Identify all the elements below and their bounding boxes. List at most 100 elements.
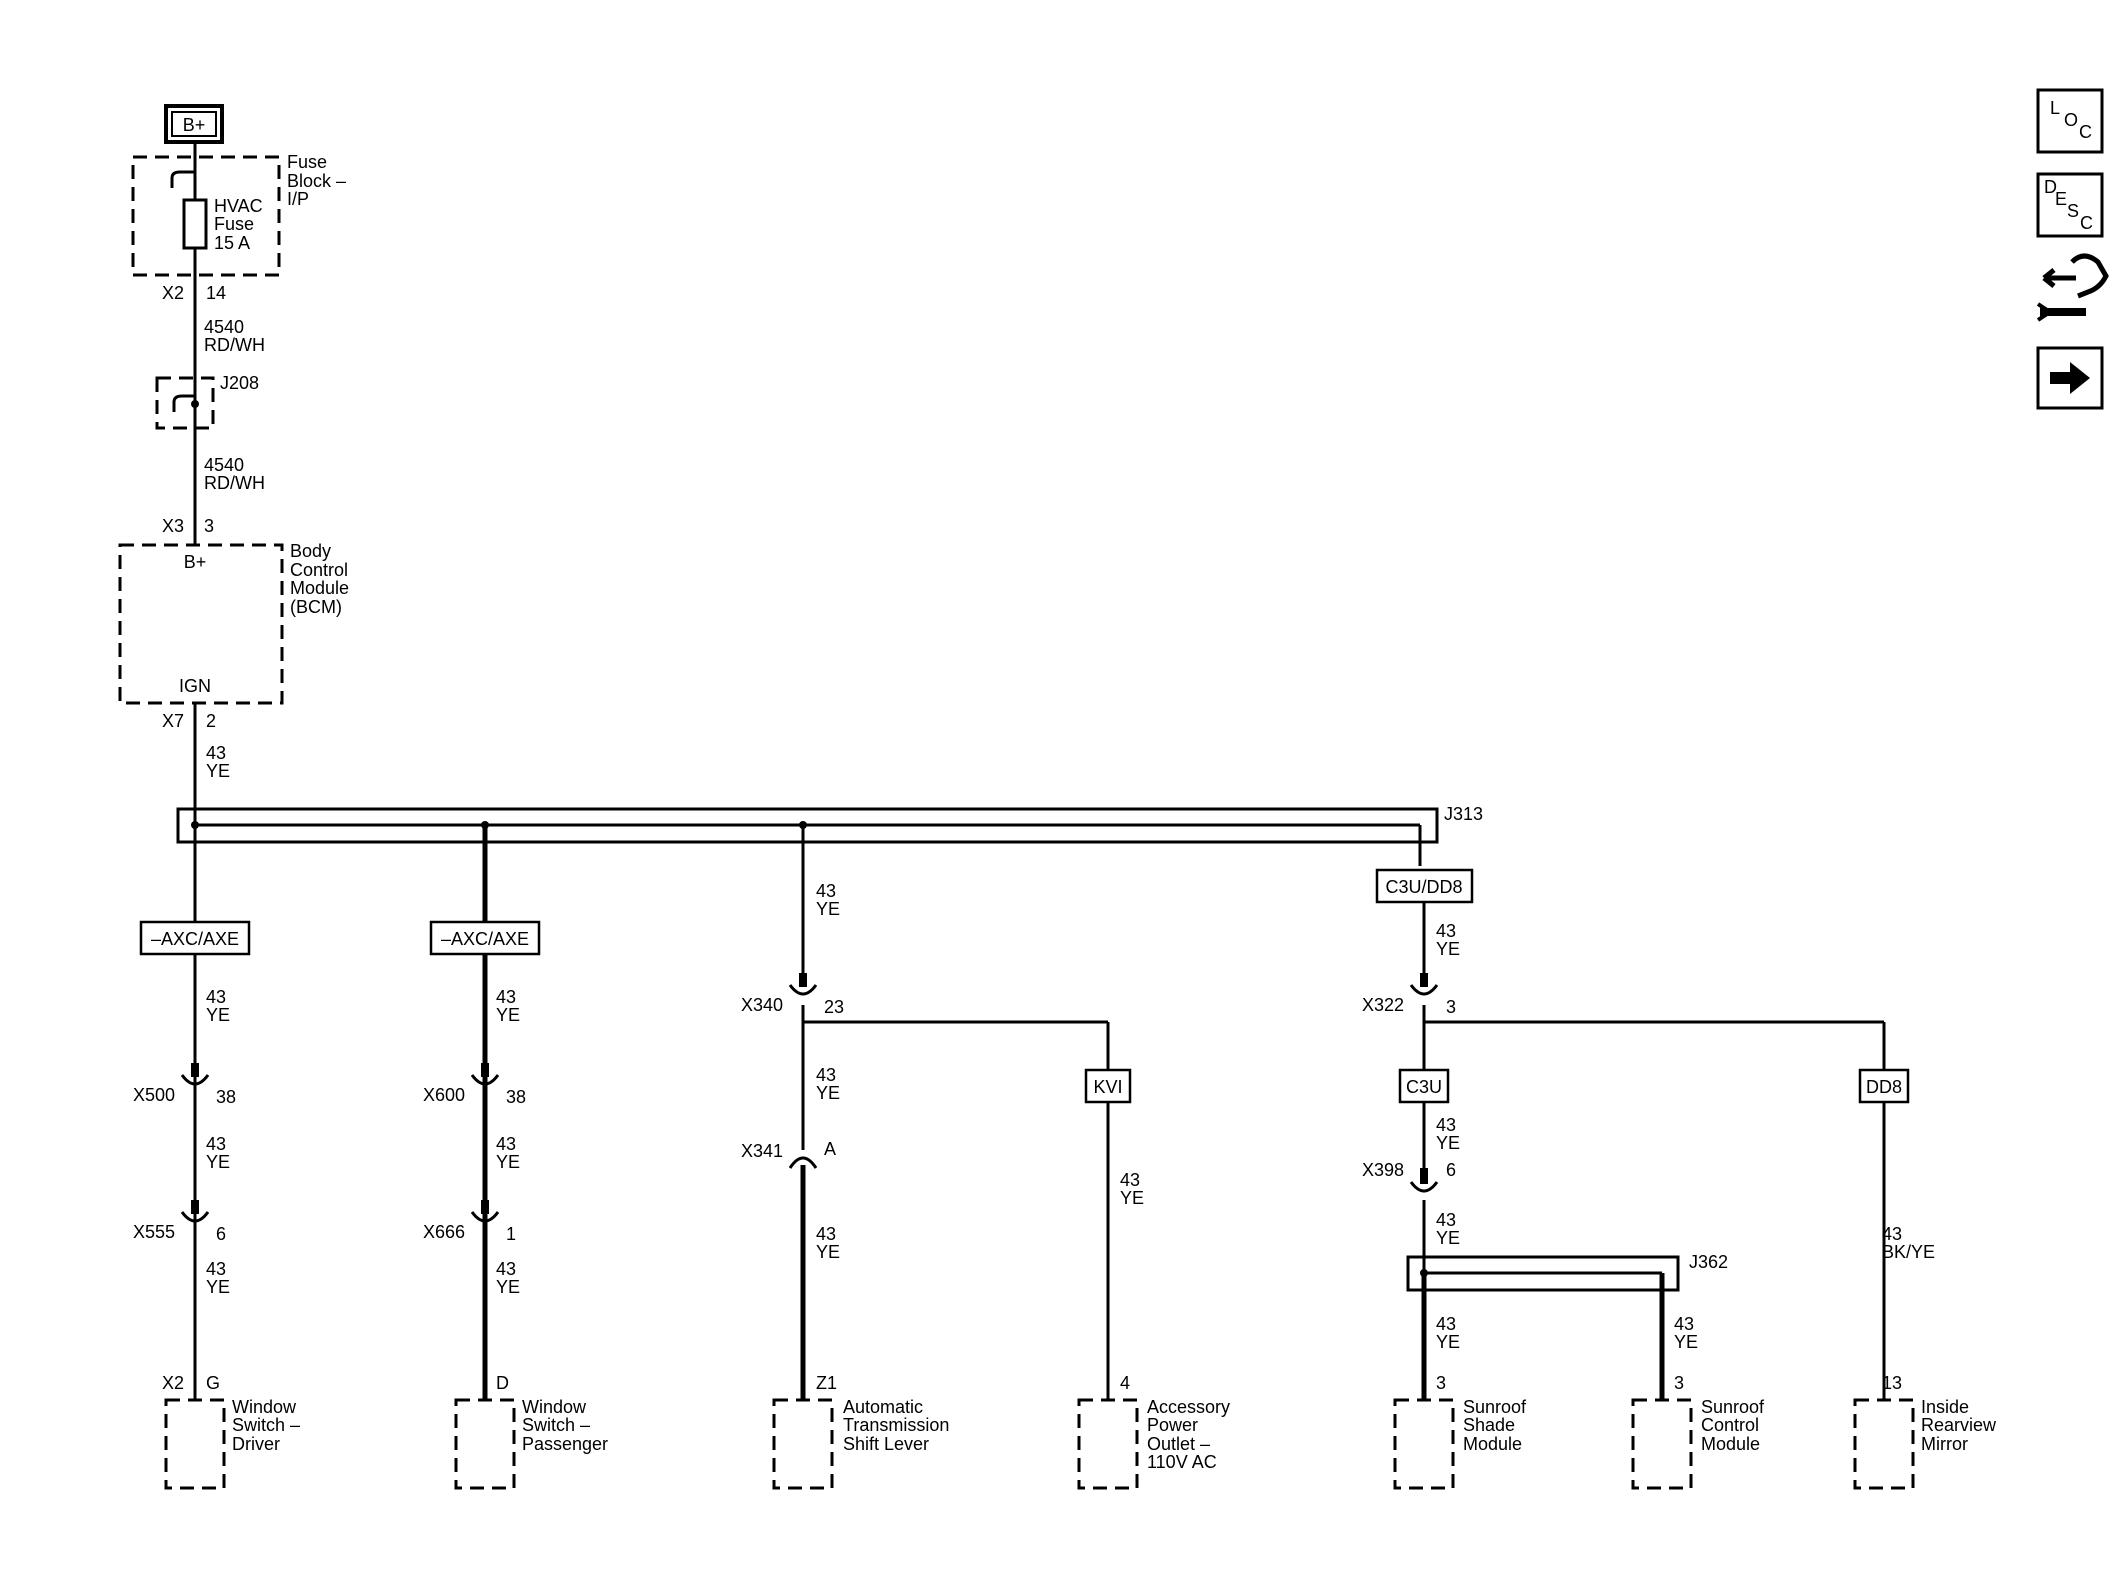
branch5-option-label: C3U/DD8: [1385, 877, 1462, 897]
window-switch-passenger-name-1: Window: [522, 1397, 587, 1417]
sunroof-control-module-name-3: Module: [1701, 1434, 1760, 1454]
shift-lever-name-3: Shift Lever: [843, 1434, 929, 1454]
wire-43-main-circuit: 43: [206, 743, 226, 763]
branch1-wire3-color: YE: [206, 1277, 230, 1297]
sunroof-shade-module-name-2: Shade: [1463, 1415, 1515, 1435]
branch5-inline1-pin: 3: [1446, 997, 1456, 1017]
fuse-connector-id: X2: [162, 283, 184, 303]
window-switch-passenger-name-3: Passenger: [522, 1434, 608, 1454]
bcm-name-3: Module: [290, 578, 349, 598]
accessory-outlet-name-2: Power: [1147, 1415, 1198, 1435]
sunroof-shade-module-name-3: Module: [1463, 1434, 1522, 1454]
branch3-inline1-pin: 23: [824, 997, 844, 1017]
window-switch-driver-outline: [164, 1398, 226, 1490]
branch1-component-pin: G: [206, 1373, 220, 1393]
branch6-wire-color: BK/YE: [1882, 1242, 1935, 1262]
description-button-letter-c: C: [2080, 213, 2093, 233]
branch2-inline2-pin: 1: [506, 1224, 516, 1244]
branch6-option-label: DD8: [1866, 1077, 1902, 1097]
fuse-block-name-3: I/P: [287, 189, 309, 209]
sunroof-shade-module-name-1: Sunroof: [1463, 1397, 1527, 1417]
branch1-component-connector: X2: [162, 1373, 184, 1393]
branch5-wire1-circuit: 43: [1436, 1115, 1456, 1135]
fuse-block-outline: [131, 155, 281, 277]
branch1-wire1-circuit: 43: [206, 987, 226, 1007]
branch3-inline2-pin: A: [824, 1139, 836, 1159]
splice-j313-label: J313: [1444, 804, 1483, 824]
window-switch-passenger-outline: [454, 1398, 516, 1490]
sub-b-wire-circuit: 43: [1674, 1314, 1694, 1334]
branch3-wire0-color: YE: [816, 899, 840, 919]
branch1-option-box: [139, 920, 251, 956]
branch3-wire0-circuit: 43: [816, 881, 836, 901]
sub-a-wire-circuit: 43: [1436, 1314, 1456, 1334]
hvac-fuse-label-2: Fuse: [214, 214, 254, 234]
description-button-letter-d: D: [2044, 177, 2057, 197]
branch1-wire2-color: YE: [206, 1152, 230, 1172]
bcm-input-connector: X3: [162, 516, 184, 536]
branch3-inline2-connector: X341: [741, 1141, 783, 1161]
accessory-outlet-outline: [1077, 1398, 1139, 1490]
connector-tool-icon: [2036, 253, 2109, 322]
location-button-letter-c: C: [2079, 122, 2092, 142]
branch2-wire1-circuit: 43: [496, 987, 516, 1007]
splice-j313-outline: [176, 807, 1439, 844]
branch4-wire-circuit: 43: [1120, 1170, 1140, 1190]
description-button-letter-s: S: [2067, 201, 2079, 221]
window-switch-driver-name-1: Window: [232, 1397, 297, 1417]
sub-b-component-pin: 3: [1674, 1373, 1684, 1393]
location-button[interactable]: L O C: [2036, 88, 2104, 154]
branch2-inline2-connector: X666: [423, 1222, 465, 1242]
sub-a-wire-color: YE: [1436, 1332, 1460, 1352]
shift-lever-name-2: Transmission: [843, 1415, 949, 1435]
branch3-component-pin: Z1: [816, 1373, 837, 1393]
splice-j208-outline: [155, 376, 215, 430]
sunroof-control-module-outline: [1631, 1398, 1693, 1490]
branch2-inline1-pin: 38: [506, 1087, 526, 1107]
sunroof-control-module-name-1: Sunroof: [1701, 1397, 1765, 1417]
bcm-input-pin: 3: [204, 516, 214, 536]
branch3-inline1-connector: X340: [741, 995, 783, 1015]
location-button-letter-l: L: [2050, 98, 2060, 118]
shift-lever-name-1: Automatic: [843, 1397, 923, 1417]
bcm-name-2: Control: [290, 560, 348, 580]
location-button-letter-o: O: [2064, 110, 2078, 130]
branch5-wire0-color: YE: [1436, 939, 1460, 959]
connector-tool-button[interactable]: [2036, 253, 2109, 322]
window-switch-driver-name-3: Driver: [232, 1434, 280, 1454]
description-button-letter-e: E: [2055, 189, 2067, 209]
branch4-wire-color: YE: [1120, 1188, 1144, 1208]
inside-rearview-mirror-name-3: Mirror: [1921, 1434, 1968, 1454]
branch5-wire1-color: YE: [1436, 1133, 1460, 1153]
branch5-wire2-circuit: 43: [1436, 1210, 1456, 1230]
fuse-block-name-2: Block –: [287, 171, 346, 191]
wire-4540-circuit-1: 4540: [204, 317, 244, 337]
sub-b-wire-color: YE: [1674, 1332, 1698, 1352]
wire-4540-color-1: RD/WH: [204, 335, 265, 355]
wire-43-main-color: YE: [206, 761, 230, 781]
splice-j208-label: J208: [220, 373, 259, 393]
bcm-output-pin: 2: [206, 711, 216, 731]
description-button[interactable]: D E S C: [2036, 172, 2104, 238]
inside-rearview-mirror-outline: [1853, 1398, 1915, 1490]
branch2-wire2-color: YE: [496, 1152, 520, 1172]
next-button[interactable]: [2036, 346, 2104, 410]
hvac-fuse-label-1: HVAC: [214, 196, 263, 216]
accessory-outlet-name-3: Outlet –: [1147, 1434, 1210, 1454]
branch3-wire2-circuit: 43: [816, 1224, 836, 1244]
branch4-option-label: KVI: [1093, 1077, 1122, 1097]
branch5-wire2-color: YE: [1436, 1228, 1460, 1248]
power-source-label: B+: [183, 115, 206, 135]
branch2-wire2-circuit: 43: [496, 1134, 516, 1154]
branch1-option-label: –AXC/AXE: [151, 929, 239, 949]
bcm-terminal-b-plus: B+: [184, 552, 207, 572]
branch2-option-box: [429, 920, 541, 956]
branch2-inline1-connector: X600: [423, 1085, 465, 1105]
branch2-component-pin: D: [496, 1373, 509, 1393]
branch4-component-pin: 4: [1120, 1373, 1130, 1393]
shift-lever-outline: [772, 1398, 834, 1490]
window-switch-driver-name-2: Switch –: [232, 1415, 300, 1435]
branch3-wire1-circuit: 43: [816, 1065, 836, 1085]
branch2-option-label: –AXC/AXE: [441, 929, 529, 949]
branch1-wire3-circuit: 43: [206, 1259, 226, 1279]
